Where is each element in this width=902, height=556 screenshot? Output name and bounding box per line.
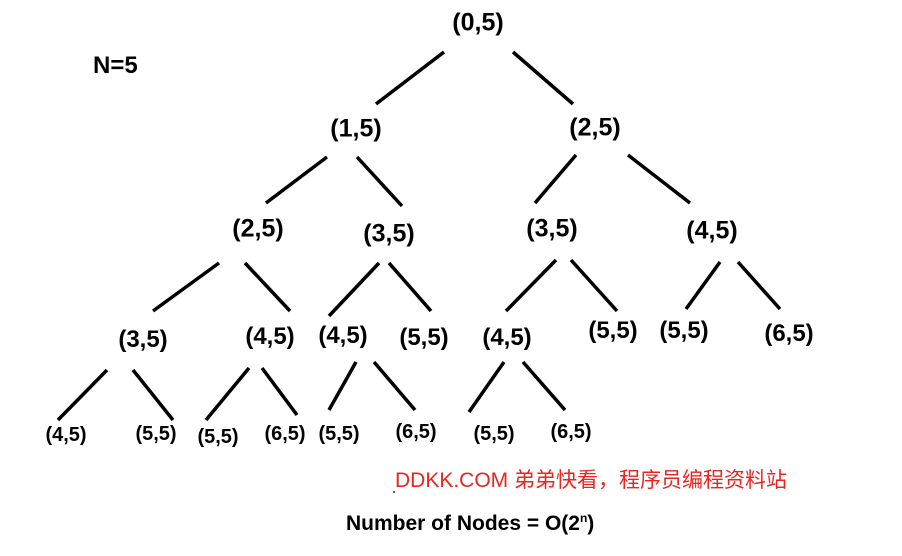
tree-edge	[374, 50, 446, 106]
tree-edge	[533, 153, 578, 205]
tree-node: (6,5)	[264, 423, 306, 445]
tree-edge	[56, 368, 109, 422]
tree-node: (4,5)	[45, 424, 87, 446]
tree-node: (2,5)	[569, 113, 621, 142]
tree-node-root: (0,5)	[452, 8, 504, 37]
caption-prefix: Number of Nodes = O(2	[346, 512, 580, 535]
tree-edge	[387, 261, 433, 313]
tree-node: (5,5)	[659, 317, 709, 344]
tree-edge	[243, 261, 292, 313]
tree-node: (5,5)	[399, 324, 449, 351]
tree-node: (2,5)	[232, 214, 284, 243]
tree-edge	[736, 260, 782, 311]
tree-node: (6,5)	[764, 320, 814, 347]
tree-edge	[511, 50, 575, 106]
tree-node: (5,5)	[473, 423, 515, 445]
tree-node: (1,5)	[330, 114, 382, 143]
tree-edge	[264, 155, 329, 205]
tree-edge	[327, 361, 358, 411]
caption-suffix: )	[587, 512, 595, 535]
tree-edge	[260, 366, 299, 417]
tree-node: (4,5)	[686, 216, 738, 245]
watermark-text: DDKK.COM 弟弟快看，程序员编程资料站	[395, 469, 788, 492]
tree-node: (5,5)	[318, 423, 360, 445]
tree-node: (4,5)	[245, 323, 295, 350]
n-label: N=5	[93, 52, 138, 79]
tree-edge	[131, 368, 175, 422]
tree-edge	[372, 360, 417, 412]
tree-node: (5,5)	[197, 426, 239, 448]
tree-node: (5,5)	[135, 423, 177, 445]
tree-edge	[327, 261, 381, 318]
complexity-caption: Number of Nodes = O(2n)	[346, 511, 594, 536]
tree-edge	[467, 360, 506, 414]
tree-node: (6,5)	[395, 421, 437, 443]
tree-node: (6,5)	[550, 421, 592, 443]
tree-edge	[569, 258, 619, 313]
tree-node: (3,5)	[363, 219, 415, 248]
watermark-dot	[393, 491, 395, 493]
tree-node: (3,5)	[526, 214, 578, 243]
tree-edge	[684, 260, 722, 311]
tree-edge	[151, 261, 221, 313]
caption-exponent: n	[579, 511, 588, 525]
tree-edge	[504, 258, 558, 313]
tree-edge	[355, 155, 404, 208]
tree-node: (4,5)	[482, 324, 532, 351]
tree-node: (4,5)	[318, 322, 368, 349]
tree-edge	[204, 366, 251, 422]
tree-edge	[521, 360, 567, 412]
tree-node: (5,5)	[588, 317, 638, 344]
tree-edge	[626, 153, 692, 205]
tree-node: (3,5)	[118, 326, 168, 353]
